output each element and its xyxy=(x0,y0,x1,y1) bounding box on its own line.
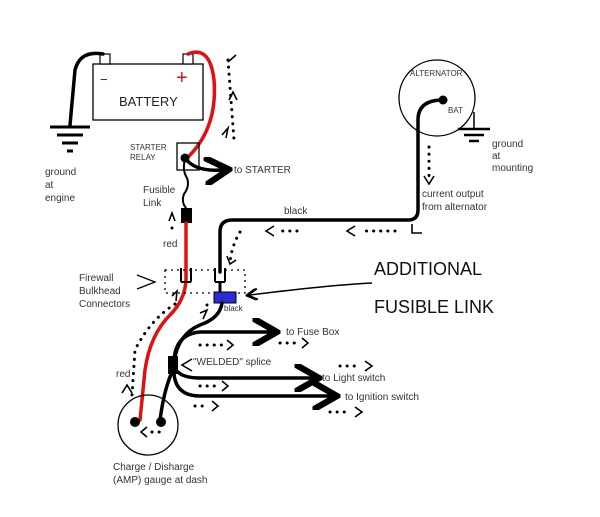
fuse-box-wire xyxy=(172,332,270,362)
starter-cable xyxy=(183,158,222,170)
flow-chevron xyxy=(226,255,237,266)
alternator-output-wire xyxy=(218,98,445,274)
flow-chevron xyxy=(121,383,133,394)
starter-relay-line2: RELAY xyxy=(130,153,156,162)
battery-positive-cable xyxy=(183,50,217,162)
current-output-line1: current output xyxy=(422,189,484,200)
ground-engine-line3: engine xyxy=(45,193,75,204)
ground-engine-line1: ground xyxy=(45,167,76,178)
to-light-switch-label: to Light switch xyxy=(322,373,385,384)
fusible-link-wire xyxy=(181,159,189,209)
firewall-line1: Firewall xyxy=(79,273,113,284)
battery: − + BATTERY xyxy=(92,53,204,121)
flow-chevron xyxy=(221,380,230,392)
red-wire-label-upper: red xyxy=(163,239,177,250)
additional-fusible-link-pointer xyxy=(250,282,373,295)
black-wire-label-upper: black xyxy=(284,206,308,217)
gauge-black-wire xyxy=(158,370,174,422)
firewall-bulkhead-box xyxy=(164,269,246,294)
flow-chevron xyxy=(264,225,275,237)
red-wire-label-lower: red xyxy=(116,369,130,380)
flow-chevron xyxy=(227,54,237,63)
gauge-line1: Charge / Disharge xyxy=(113,462,195,473)
fusible-link-line1: Fusible xyxy=(143,185,176,196)
bulkhead-connector-red xyxy=(180,268,192,283)
welded-splice xyxy=(168,356,178,374)
to-ignition-switch-label: to Ignition switch xyxy=(345,392,419,403)
flow-chevron xyxy=(411,224,422,234)
ground-engine-line2: at xyxy=(45,180,54,191)
current-flow-dots xyxy=(226,58,236,142)
battery-body xyxy=(92,63,204,121)
flow-chevron xyxy=(345,225,356,237)
to-starter-label: to STARTER xyxy=(234,165,291,176)
alternator-label: ALTERNATOR xyxy=(410,69,463,78)
flow-dot xyxy=(170,226,174,230)
additional-fusible-link xyxy=(213,291,237,304)
to-fuse-box-label: to Fuse Box xyxy=(286,327,339,338)
red-charge-wire xyxy=(138,221,188,422)
flow-chevron xyxy=(354,406,364,418)
gauge-line2: (AMP) gauge at dash xyxy=(113,475,208,486)
flow-chevron xyxy=(168,210,176,222)
current-flow-dots xyxy=(228,230,242,264)
welded-splice-label: "WELDED" splice xyxy=(193,357,272,368)
fusible-link-connector xyxy=(181,208,192,223)
starter-relay-line1: STARTER xyxy=(130,143,167,152)
firewall-line2: Bulkhead xyxy=(79,286,121,297)
flow-chevron xyxy=(228,90,238,101)
battery-negative-symbol: − xyxy=(100,72,108,87)
ground-mounting-icon xyxy=(458,127,490,143)
flow-chevron xyxy=(211,400,220,412)
black-wire-label-lower: black xyxy=(224,304,244,313)
current-output-line2: from alternator xyxy=(422,202,488,213)
ignition-switch-wire xyxy=(172,372,330,396)
flow-dot xyxy=(205,303,209,307)
ground-mounting-line3: mounting xyxy=(492,163,533,174)
battery-label: BATTERY xyxy=(119,94,178,109)
firewall-line3: Connectors xyxy=(79,299,130,310)
ground-mounting-line2: at xyxy=(492,151,501,162)
flow-chevron xyxy=(301,337,310,349)
fusible-link-line2: Link xyxy=(143,198,162,209)
flow-chevron xyxy=(423,175,435,186)
flow-chevron xyxy=(364,360,374,372)
flow-chevron xyxy=(226,339,235,351)
amp-gauge-terminal-positive xyxy=(130,417,140,427)
amp-gauge-terminal-negative xyxy=(156,417,166,427)
ground-mounting-line1: ground xyxy=(492,139,523,150)
light-switch-wire xyxy=(174,370,312,378)
current-flow-dots xyxy=(130,302,177,397)
battery-negative-post xyxy=(99,53,111,65)
amp-gauge-body xyxy=(117,394,179,456)
ground-engine-icon xyxy=(50,125,90,153)
flow-chevron xyxy=(139,426,148,438)
alternator-bat-label: BAT xyxy=(448,106,463,115)
battery-ground-cable xyxy=(68,51,105,127)
flow-chevron xyxy=(199,308,209,320)
starter-relay-box xyxy=(176,142,200,171)
flow-chevron xyxy=(221,125,230,139)
firewall-pointer-icon xyxy=(136,274,157,290)
additional-fusible-link-line1: ADDITIONAL xyxy=(374,259,482,279)
battery-positive-symbol: + xyxy=(176,67,188,89)
splice-pointer-icon xyxy=(180,358,193,372)
flow-chevron xyxy=(171,288,179,302)
additional-fusible-link-line2: FUSIBLE LINK xyxy=(374,297,494,317)
